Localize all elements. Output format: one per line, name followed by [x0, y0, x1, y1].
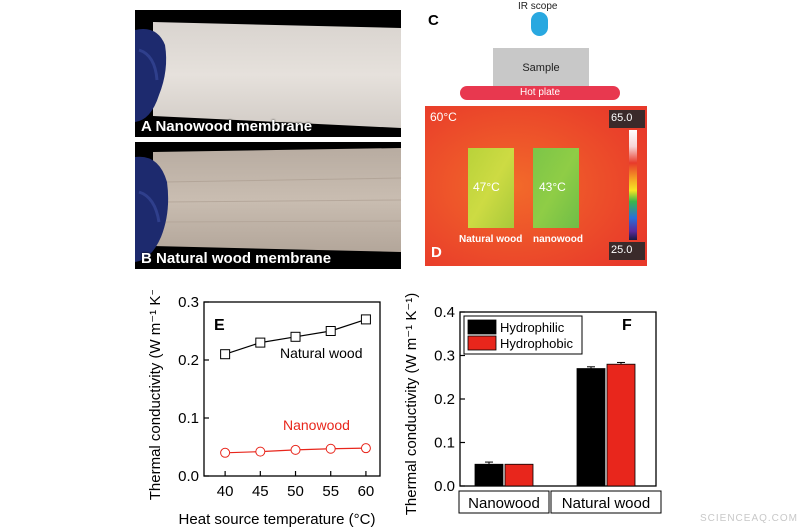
panel-d-thermal-image: 60°C 47°C 43°C Natural wood nanowood 65.…: [425, 106, 647, 266]
data-point: [325, 443, 336, 454]
data-point: [255, 337, 266, 348]
data-point: [325, 326, 336, 336]
nanowood-photo: [135, 10, 401, 137]
chart-f-ylabel: Thermal conductivity (W m⁻¹ K⁻¹): [403, 293, 420, 516]
ir-scope-label: IR scope: [518, 1, 558, 12]
category-label: Nanowood: [468, 495, 540, 512]
natural-wood-sample: [468, 148, 514, 228]
y-tick-label: 0.2: [178, 352, 199, 369]
natural-wood-photo: [135, 142, 401, 269]
legend-swatch: [467, 335, 497, 351]
watermark: SCIENCEAQ.COM: [700, 513, 799, 524]
y-tick-label: 0.1: [178, 410, 199, 427]
scale-min-value: 25.0: [611, 244, 633, 256]
sample-block: [493, 48, 589, 86]
series-label-natural-wood: Natural wood: [280, 345, 363, 361]
bar: [576, 368, 606, 487]
category-label-box: [458, 490, 550, 514]
panel-a-caption-text: Nanowood membrane: [155, 118, 313, 135]
x-tick-label: 60: [358, 483, 375, 500]
panel-b-letter: B: [141, 250, 152, 267]
chart-e-xlabel: Heat source temperature (°C): [179, 511, 376, 528]
series-label-nanowood: Nanowood: [283, 417, 350, 433]
panel-c-schematic: C IR scope Sample Hot plate: [410, 0, 665, 105]
nanowood-label: nanowood: [533, 234, 583, 245]
panel-b-caption-text: Natural wood membrane: [156, 250, 332, 267]
hot-plate: [460, 86, 620, 100]
ambient-temp-label: 60°C: [430, 110, 457, 124]
category-label-box: [550, 490, 662, 514]
panel-a-photo: A Nanowood membrane: [135, 10, 401, 137]
y-tick-label: 0.1: [434, 435, 455, 452]
panel-a-caption: A Nanowood membrane: [141, 118, 312, 135]
scale-min-box: [609, 242, 645, 260]
ir-scope-icon: [531, 12, 548, 36]
hot-plate-label: Hot plate: [519, 87, 561, 98]
panel-c-letter: C: [428, 12, 439, 29]
wood-sheet: [153, 148, 401, 252]
chart-e-frame: [203, 301, 381, 477]
scale-max-box: [609, 110, 645, 128]
data-point: [220, 349, 231, 360]
legend-label: Hydrophilic: [500, 320, 565, 335]
y-tick-label: 0.3: [178, 294, 199, 311]
x-tick-label: 40: [217, 483, 234, 500]
data-point: [255, 446, 266, 457]
color-scale-bar: [629, 130, 637, 240]
nanowood-sheet: [153, 22, 401, 128]
panel-a-letter: A: [141, 118, 152, 135]
data-point: [220, 447, 231, 458]
y-tick-label: 0.0: [178, 468, 199, 485]
natural-temp-readout: 47°C: [473, 180, 500, 194]
category-label: Natural wood: [562, 495, 650, 512]
data-point: [290, 444, 301, 455]
nanowood-sample: [533, 148, 579, 228]
x-tick-label: 45: [252, 483, 269, 500]
y-tick-label: 0.0: [434, 478, 455, 495]
chart-e-ylabel: Thermal conductivity (W m⁻¹ K⁻¹): [147, 290, 164, 500]
panel-b-photo: B Natural wood membrane: [135, 142, 401, 269]
panel-b-caption: B Natural wood membrane: [141, 250, 331, 267]
bar: [504, 463, 534, 487]
bar: [606, 363, 636, 487]
chart-f: F 0.0 0.1 0.2 0.3 0.4 Nanowood Natural wood H…: [403, 293, 662, 516]
chart-e: E 0.0 0.1 0.2 0.3 40 45 50 55 60 Thermal conduct…: [147, 290, 381, 528]
y-tick-label: 0.3: [434, 348, 455, 365]
y-tick-label: 0.4: [434, 304, 455, 321]
data-point: [360, 314, 371, 325]
data-point: [290, 331, 301, 342]
scale-max-value: 65.0: [611, 112, 633, 124]
data-point: [360, 443, 371, 454]
x-tick-label: 50: [287, 483, 304, 500]
panel-d-letter: D: [431, 244, 442, 261]
chart-e-letter: E: [214, 317, 225, 334]
x-tick-label: 55: [322, 483, 339, 500]
y-tick-label: 0.2: [434, 391, 455, 408]
chart-f-letter: F: [622, 317, 632, 334]
glove-shape: [135, 156, 169, 262]
thermal-image: [425, 106, 647, 266]
legend-swatch: [467, 319, 497, 335]
natural-wood-label: Natural wood: [459, 234, 523, 245]
legend-label: Hydrophobic: [500, 336, 573, 351]
sample-label: Sample: [522, 62, 560, 74]
bar: [474, 463, 504, 487]
nano-temp-readout: 43°C: [539, 180, 566, 194]
